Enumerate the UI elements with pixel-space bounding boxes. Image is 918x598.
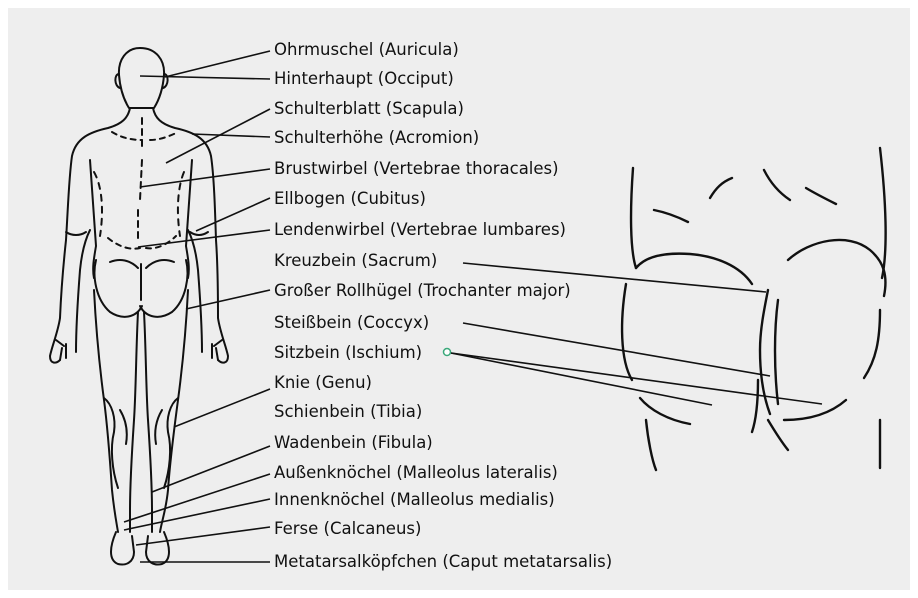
label-hinterhaupt: Hinterhaupt (Occiput) (274, 69, 454, 89)
label-rollhuegel: Großer Rollhügel (Trochanter major) (274, 281, 571, 301)
label-ellbogen: Ellbogen (Cubitus) (274, 189, 426, 209)
label-metatarsal: Metatarsalköpfchen (Caput metatarsalis) (274, 552, 612, 572)
label-ohrmuschel: Ohrmuschel (Auricula) (274, 40, 459, 60)
label-brustwirbel: Brustwirbel (Vertebrae thoracales) (274, 159, 559, 179)
label-knie: Knie (Genu) (274, 373, 372, 393)
label-schienbein: Schienbein (Tibia) (274, 402, 422, 422)
label-kreuzbein: Kreuzbein (Sacrum) (274, 251, 437, 271)
label-steissbein: Steißbein (Coccyx) (274, 313, 429, 333)
label-ferse: Ferse (Calcaneus) (274, 519, 421, 539)
label-wadenbein: Wadenbein (Fibula) (274, 433, 433, 453)
label-sitzbein: Sitzbein (Ischium) (274, 343, 422, 363)
pelvis-detail-figure (622, 148, 886, 470)
label-schulterblatt: Schulterblatt (Scapula) (274, 99, 464, 119)
label-schulterhoehe: Schulterhöhe (Acromion) (274, 128, 479, 148)
ischium-marker (444, 349, 451, 356)
label-innenknoechel: Innenknöchel (Malleolus medialis) (274, 490, 555, 510)
label-aussenknoechel: Außenknöchel (Malleolus lateralis) (274, 463, 558, 483)
label-lendenwirbel: Lendenwirbel (Vertebrae lumbares) (274, 220, 566, 240)
